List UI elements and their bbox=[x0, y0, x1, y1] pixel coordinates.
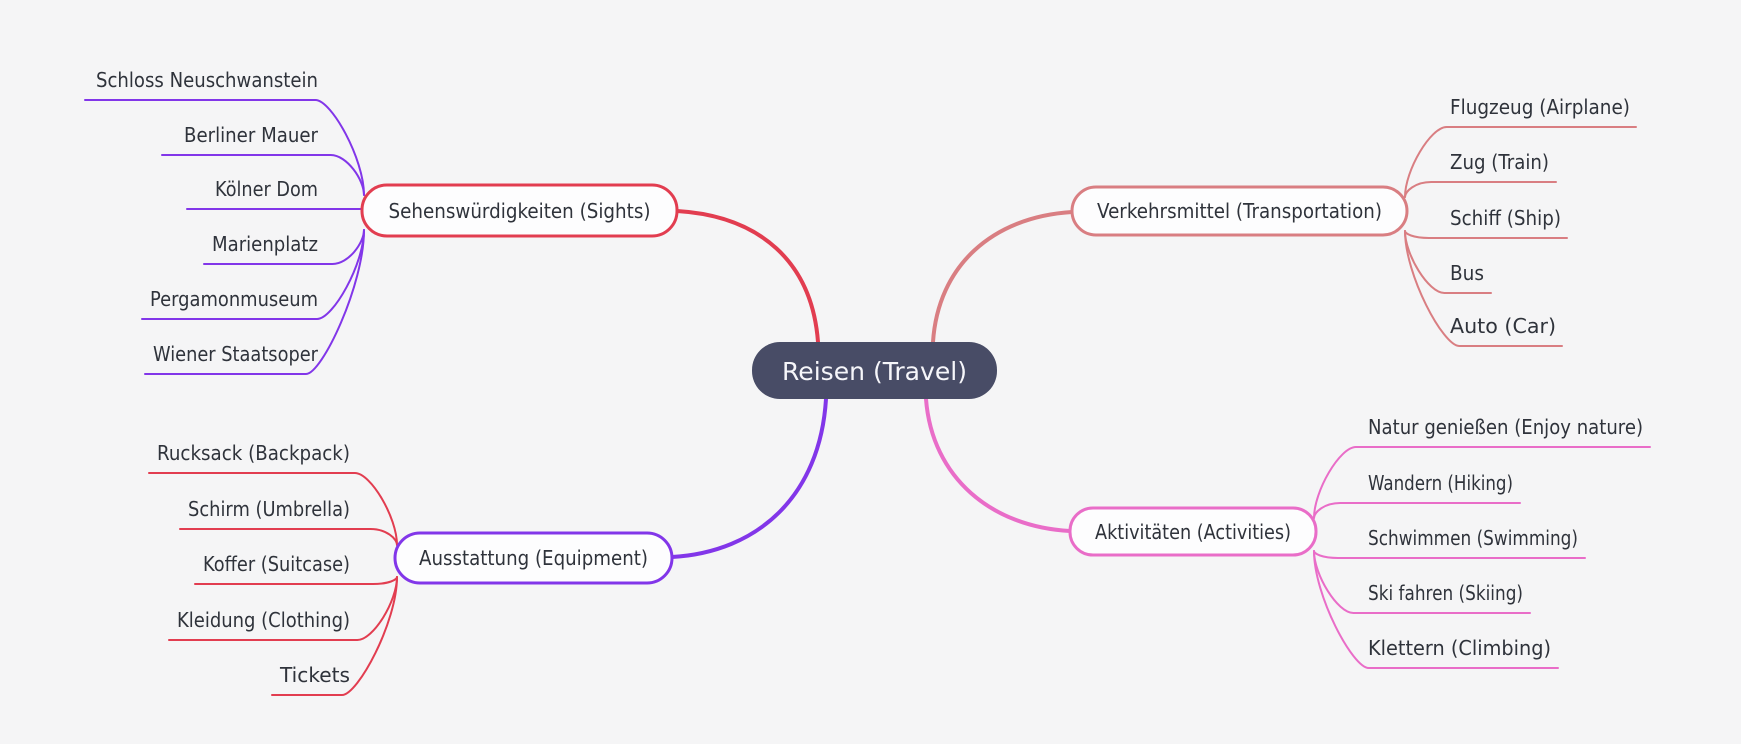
branch-node-label[interactable]: Aktivitäten (Activities) bbox=[1095, 520, 1291, 544]
child-label[interactable]: Schiff (Ship) bbox=[1450, 206, 1561, 230]
child-label[interactable]: Zug (Train) bbox=[1450, 150, 1549, 174]
child-label[interactable]: Kölner Dom bbox=[215, 177, 318, 201]
child-label[interactable]: Ski fahren (Skiing) bbox=[1368, 581, 1523, 605]
child-label[interactable]: Kleidung (Clothing) bbox=[177, 608, 350, 632]
child-link-underline bbox=[161, 154, 365, 196]
child-link-underline bbox=[179, 528, 398, 546]
root-node[interactable] bbox=[752, 342, 997, 399]
child-link-underline bbox=[144, 229, 365, 375]
child-label[interactable]: Wiener Staatsoper bbox=[153, 342, 319, 366]
link-root-to-branch-0 bbox=[675, 209, 820, 344]
child-link-underline bbox=[1313, 446, 1651, 519]
child-link-underline bbox=[148, 472, 398, 546]
child-link-underline bbox=[1313, 550, 1586, 559]
child-link-underline bbox=[1404, 230, 1568, 239]
child-link-underline bbox=[1313, 550, 1559, 669]
child-link-underline bbox=[1404, 181, 1557, 198]
child-label[interactable]: Schirm (Umbrella) bbox=[188, 497, 350, 521]
child-label[interactable]: Wandern (Hiking) bbox=[1368, 471, 1513, 495]
branch-node-1[interactable] bbox=[1070, 185, 1409, 237]
branch-node-2[interactable] bbox=[393, 531, 674, 585]
child-link-underline bbox=[271, 576, 398, 696]
child-label[interactable]: Rucksack (Backpack) bbox=[157, 441, 350, 465]
child-link-underline bbox=[194, 576, 398, 585]
child-link-underline bbox=[84, 99, 365, 196]
child-label[interactable]: Natur genießen (Enjoy nature) bbox=[1368, 415, 1643, 439]
child-label[interactable]: Marienplatz bbox=[212, 232, 318, 256]
child-label[interactable]: Koffer (Suitcase) bbox=[203, 552, 350, 576]
child-label[interactable]: Bus bbox=[1450, 261, 1484, 285]
child-link-underline bbox=[1404, 126, 1637, 198]
child-label[interactable]: Schwimmen (Swimming) bbox=[1368, 526, 1578, 550]
root-node-label[interactable]: Reisen (Travel) bbox=[782, 357, 967, 386]
branch-node-0[interactable] bbox=[360, 183, 679, 238]
child-label[interactable]: Berliner Mauer bbox=[184, 123, 319, 147]
link-root-to-branch-3 bbox=[924, 397, 1072, 533]
branch-node-3[interactable] bbox=[1068, 506, 1318, 557]
child-label[interactable]: Schloss Neuschwanstein bbox=[96, 68, 318, 92]
branch-node-label[interactable]: Sehenswürdigkeiten (Sights) bbox=[389, 199, 651, 223]
link-root-to-branch-1 bbox=[931, 210, 1074, 344]
child-label[interactable]: Pergamonmuseum bbox=[150, 287, 318, 311]
link-root-to-branch-2 bbox=[670, 397, 828, 559]
child-label[interactable]: Klettern (Climbing) bbox=[1368, 636, 1551, 660]
branch-node-label[interactable]: Verkehrsmittel (Transportation) bbox=[1097, 199, 1382, 223]
child-link-underline bbox=[1313, 502, 1521, 519]
child-label[interactable]: Flugzeug (Airplane) bbox=[1450, 95, 1630, 119]
child-link-underline bbox=[1404, 230, 1563, 347]
child-label[interactable]: Tickets bbox=[279, 663, 350, 687]
child-label[interactable]: Auto (Car) bbox=[1450, 314, 1556, 338]
branch-node-label[interactable]: Ausstattung (Equipment) bbox=[419, 546, 648, 570]
